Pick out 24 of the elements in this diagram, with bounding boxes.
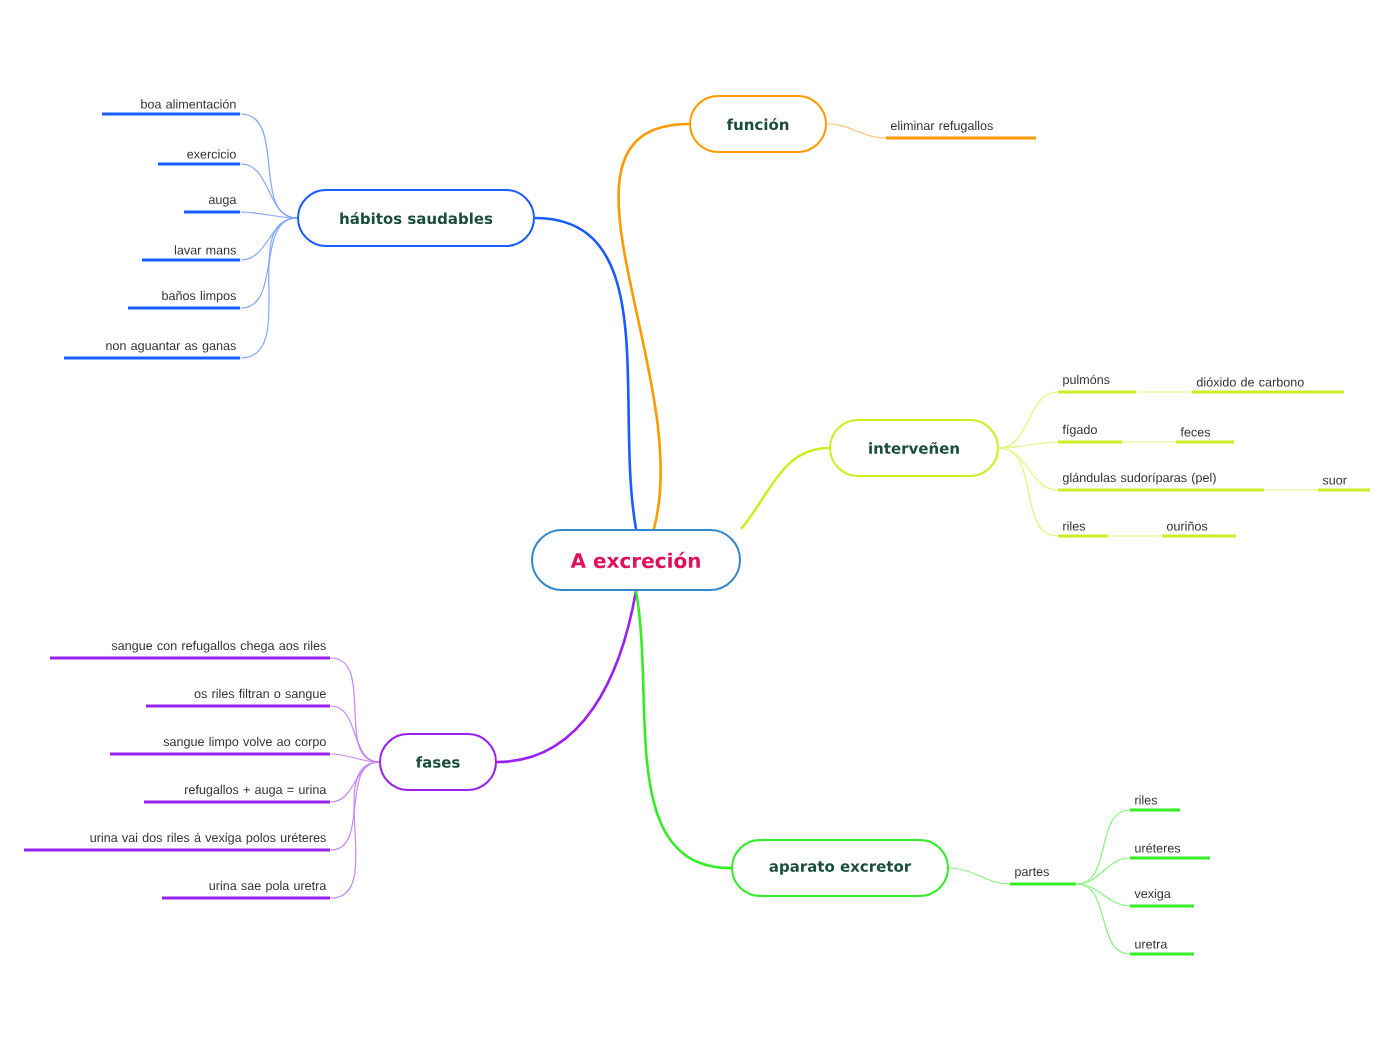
central-topic: A excreción [531,529,741,591]
connector [1076,883,1131,955]
connector [534,216,638,530]
connector [634,590,732,870]
connector [826,123,887,139]
connector [330,761,380,803]
connector [1076,883,1131,907]
connector [998,447,1059,537]
connector [998,447,1059,491]
connector [240,217,298,359]
connector [330,705,380,763]
connector [998,441,1059,449]
connector [740,446,830,530]
connector [330,753,380,763]
connector [1108,535,1163,537]
connector [617,122,690,530]
connector [1122,441,1177,443]
connector [330,761,380,899]
connector [1264,489,1319,491]
connector [240,211,298,219]
connector [1136,391,1193,393]
connector [948,867,1011,885]
connector [1076,857,1131,885]
connector [496,590,638,764]
